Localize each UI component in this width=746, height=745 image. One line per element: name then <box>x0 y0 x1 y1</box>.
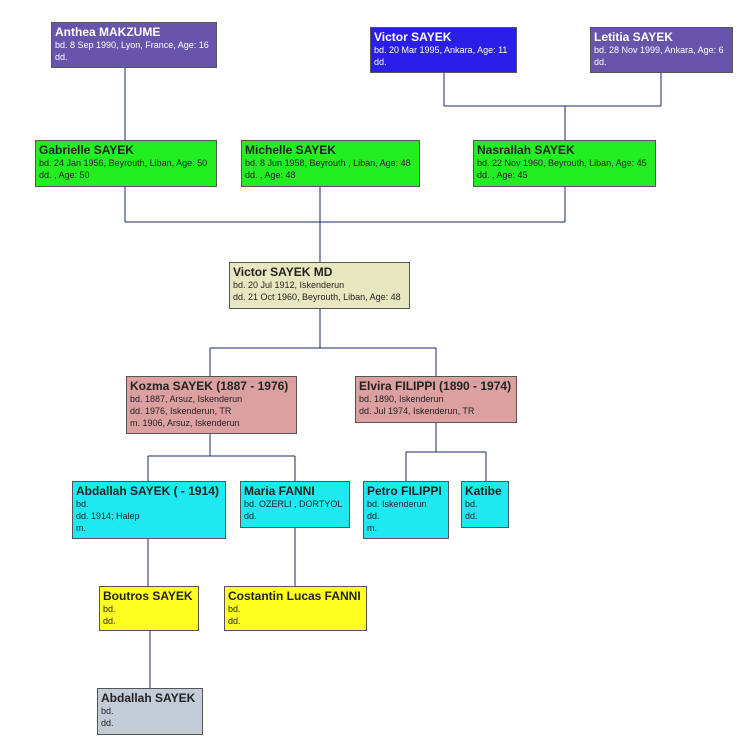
person-birth: bd. Iskenderun <box>367 499 427 509</box>
person-name: Michelle SAYEK <box>245 143 336 157</box>
person-name: Victor SAYEK MD <box>233 265 333 279</box>
person-death: dd. <box>228 616 241 626</box>
person-box-costantin-lucas-fanni[interactable]: Costantin Lucas FANNI bd. dd. <box>224 586 367 631</box>
person-marriage: m. <box>76 523 86 533</box>
person-name: Abdallah SAYEK <box>101 691 196 705</box>
person-death: dd. , Age: 48 <box>245 170 296 180</box>
person-death: dd. <box>244 511 257 521</box>
person-name: Letitia SAYEK <box>594 30 673 44</box>
person-box-abdallah-sayek[interactable]: Abdallah SAYEK bd. dd. <box>97 688 203 735</box>
person-box-boutros-sayek[interactable]: Boutros SAYEK bd. dd. <box>99 586 199 631</box>
person-box-letitia-sayek[interactable]: Letitia SAYEK bd. 28 Nov 1999, Ankara, A… <box>590 27 733 73</box>
person-birth: bd. <box>76 499 89 509</box>
person-birth: bd. 8 Sep 1990, Lyon, France, Age: 16 <box>55 40 209 50</box>
person-box-petro-filippi[interactable]: Petro FILIPPI bd. Iskenderun dd. m. <box>363 481 449 539</box>
person-death: dd. <box>103 616 116 626</box>
person-birth: bd. OZERLI , DORTYOL <box>244 499 343 509</box>
person-birth: bd. 1890, Iskenderun <box>359 394 444 404</box>
person-death: dd. <box>101 718 114 728</box>
person-box-victor-sayek-jr[interactable]: Victor SAYEK bd. 20 Mar 1995, Ankara, Ag… <box>370 27 517 73</box>
person-death: dd. 1914; Halep <box>76 511 140 521</box>
person-box-nasrallah-sayek[interactable]: Nasrallah SAYEK bd. 22 Nov 1960, Beyrout… <box>473 140 656 187</box>
person-birth: bd. 8 Jun 1958, Beyrouth , Liban, Age: 4… <box>245 158 411 168</box>
person-name: Katibe <box>465 484 502 498</box>
person-name: Elvira FILIPPI (1890 - 1974) <box>359 379 512 393</box>
person-box-katibe[interactable]: Katibe bd. dd. <box>461 481 509 528</box>
person-birth: bd. 20 Mar 1995, Ankara, Age: 11 <box>374 45 508 55</box>
person-birth: bd. <box>103 604 116 614</box>
person-name: Victor SAYEK <box>374 30 452 44</box>
person-name: Petro FILIPPI <box>367 484 442 498</box>
person-name: Nasrallah SAYEK <box>477 143 575 157</box>
person-box-abdallah-sayek-1914[interactable]: Abdallah SAYEK ( - 1914) bd. dd. 1914; H… <box>72 481 226 539</box>
person-birth: bd. 24 Jan 1956, Beyrouth, Liban, Age: 5… <box>39 158 208 168</box>
person-death: dd. , Age: 45 <box>477 170 528 180</box>
person-birth: bd. 20 Jul 1912, Iskenderun <box>233 280 345 290</box>
person-name: Anthea MAKZUME <box>55 25 161 39</box>
person-birth: bd. <box>228 604 241 614</box>
person-birth: bd. 1887, Arsuz, Iskenderun <box>130 394 243 404</box>
person-box-victor-sayek-md[interactable]: Victor SAYEK MD bd. 20 Jul 1912, Iskende… <box>229 262 410 309</box>
person-birth: bd. <box>101 706 114 716</box>
person-death: dd. <box>594 57 607 67</box>
person-death: dd. <box>465 511 478 521</box>
person-death: dd. 1976, Iskenderun, TR <box>130 406 232 416</box>
person-death: dd. <box>374 57 387 67</box>
person-box-kozma-sayek[interactable]: Kozma SAYEK (1887 - 1976) bd. 1887, Arsu… <box>126 376 297 434</box>
person-box-elvira-filippi[interactable]: Elvira FILIPPI (1890 - 1974) bd. 1890, I… <box>355 376 517 423</box>
person-death: dd. <box>367 511 380 521</box>
person-birth: bd. 28 Nov 1999, Ankara, Age: 6 <box>594 45 724 55</box>
person-marriage: m. 1906, Arsuz, Iskenderun <box>130 418 240 428</box>
person-birth: bd. <box>465 499 478 509</box>
person-name: Kozma SAYEK (1887 - 1976) <box>130 379 289 393</box>
person-name: Boutros SAYEK <box>103 589 193 603</box>
person-death: dd. Jul 1974, Iskenderun, TR <box>359 406 475 416</box>
person-box-gabrielle-sayek[interactable]: Gabrielle SAYEK bd. 24 Jan 1956, Beyrout… <box>35 140 217 187</box>
person-name: Abdallah SAYEK ( - 1914) <box>76 484 219 498</box>
person-box-anthea-makzume[interactable]: Anthea MAKZUME bd. 8 Sep 1990, Lyon, Fra… <box>51 22 217 68</box>
person-death: dd. , Age: 50 <box>39 170 90 180</box>
person-box-maria-fanni[interactable]: Maria FANNI bd. OZERLI , DORTYOL dd. <box>240 481 350 528</box>
person-death: dd. <box>55 52 68 62</box>
person-name: Gabrielle SAYEK <box>39 143 134 157</box>
person-birth: bd. 22 Nov 1960, Beyrouth, Liban, Age: 4… <box>477 158 647 168</box>
person-name: Costantin Lucas FANNI <box>228 589 361 603</box>
person-name: Maria FANNI <box>244 484 315 498</box>
person-marriage: m. <box>367 523 377 533</box>
person-box-michelle-sayek[interactable]: Michelle SAYEK bd. 8 Jun 1958, Beyrouth … <box>241 140 420 187</box>
person-death: dd. 21 Oct 1960, Beyrouth, Liban, Age: 4… <box>233 292 401 302</box>
